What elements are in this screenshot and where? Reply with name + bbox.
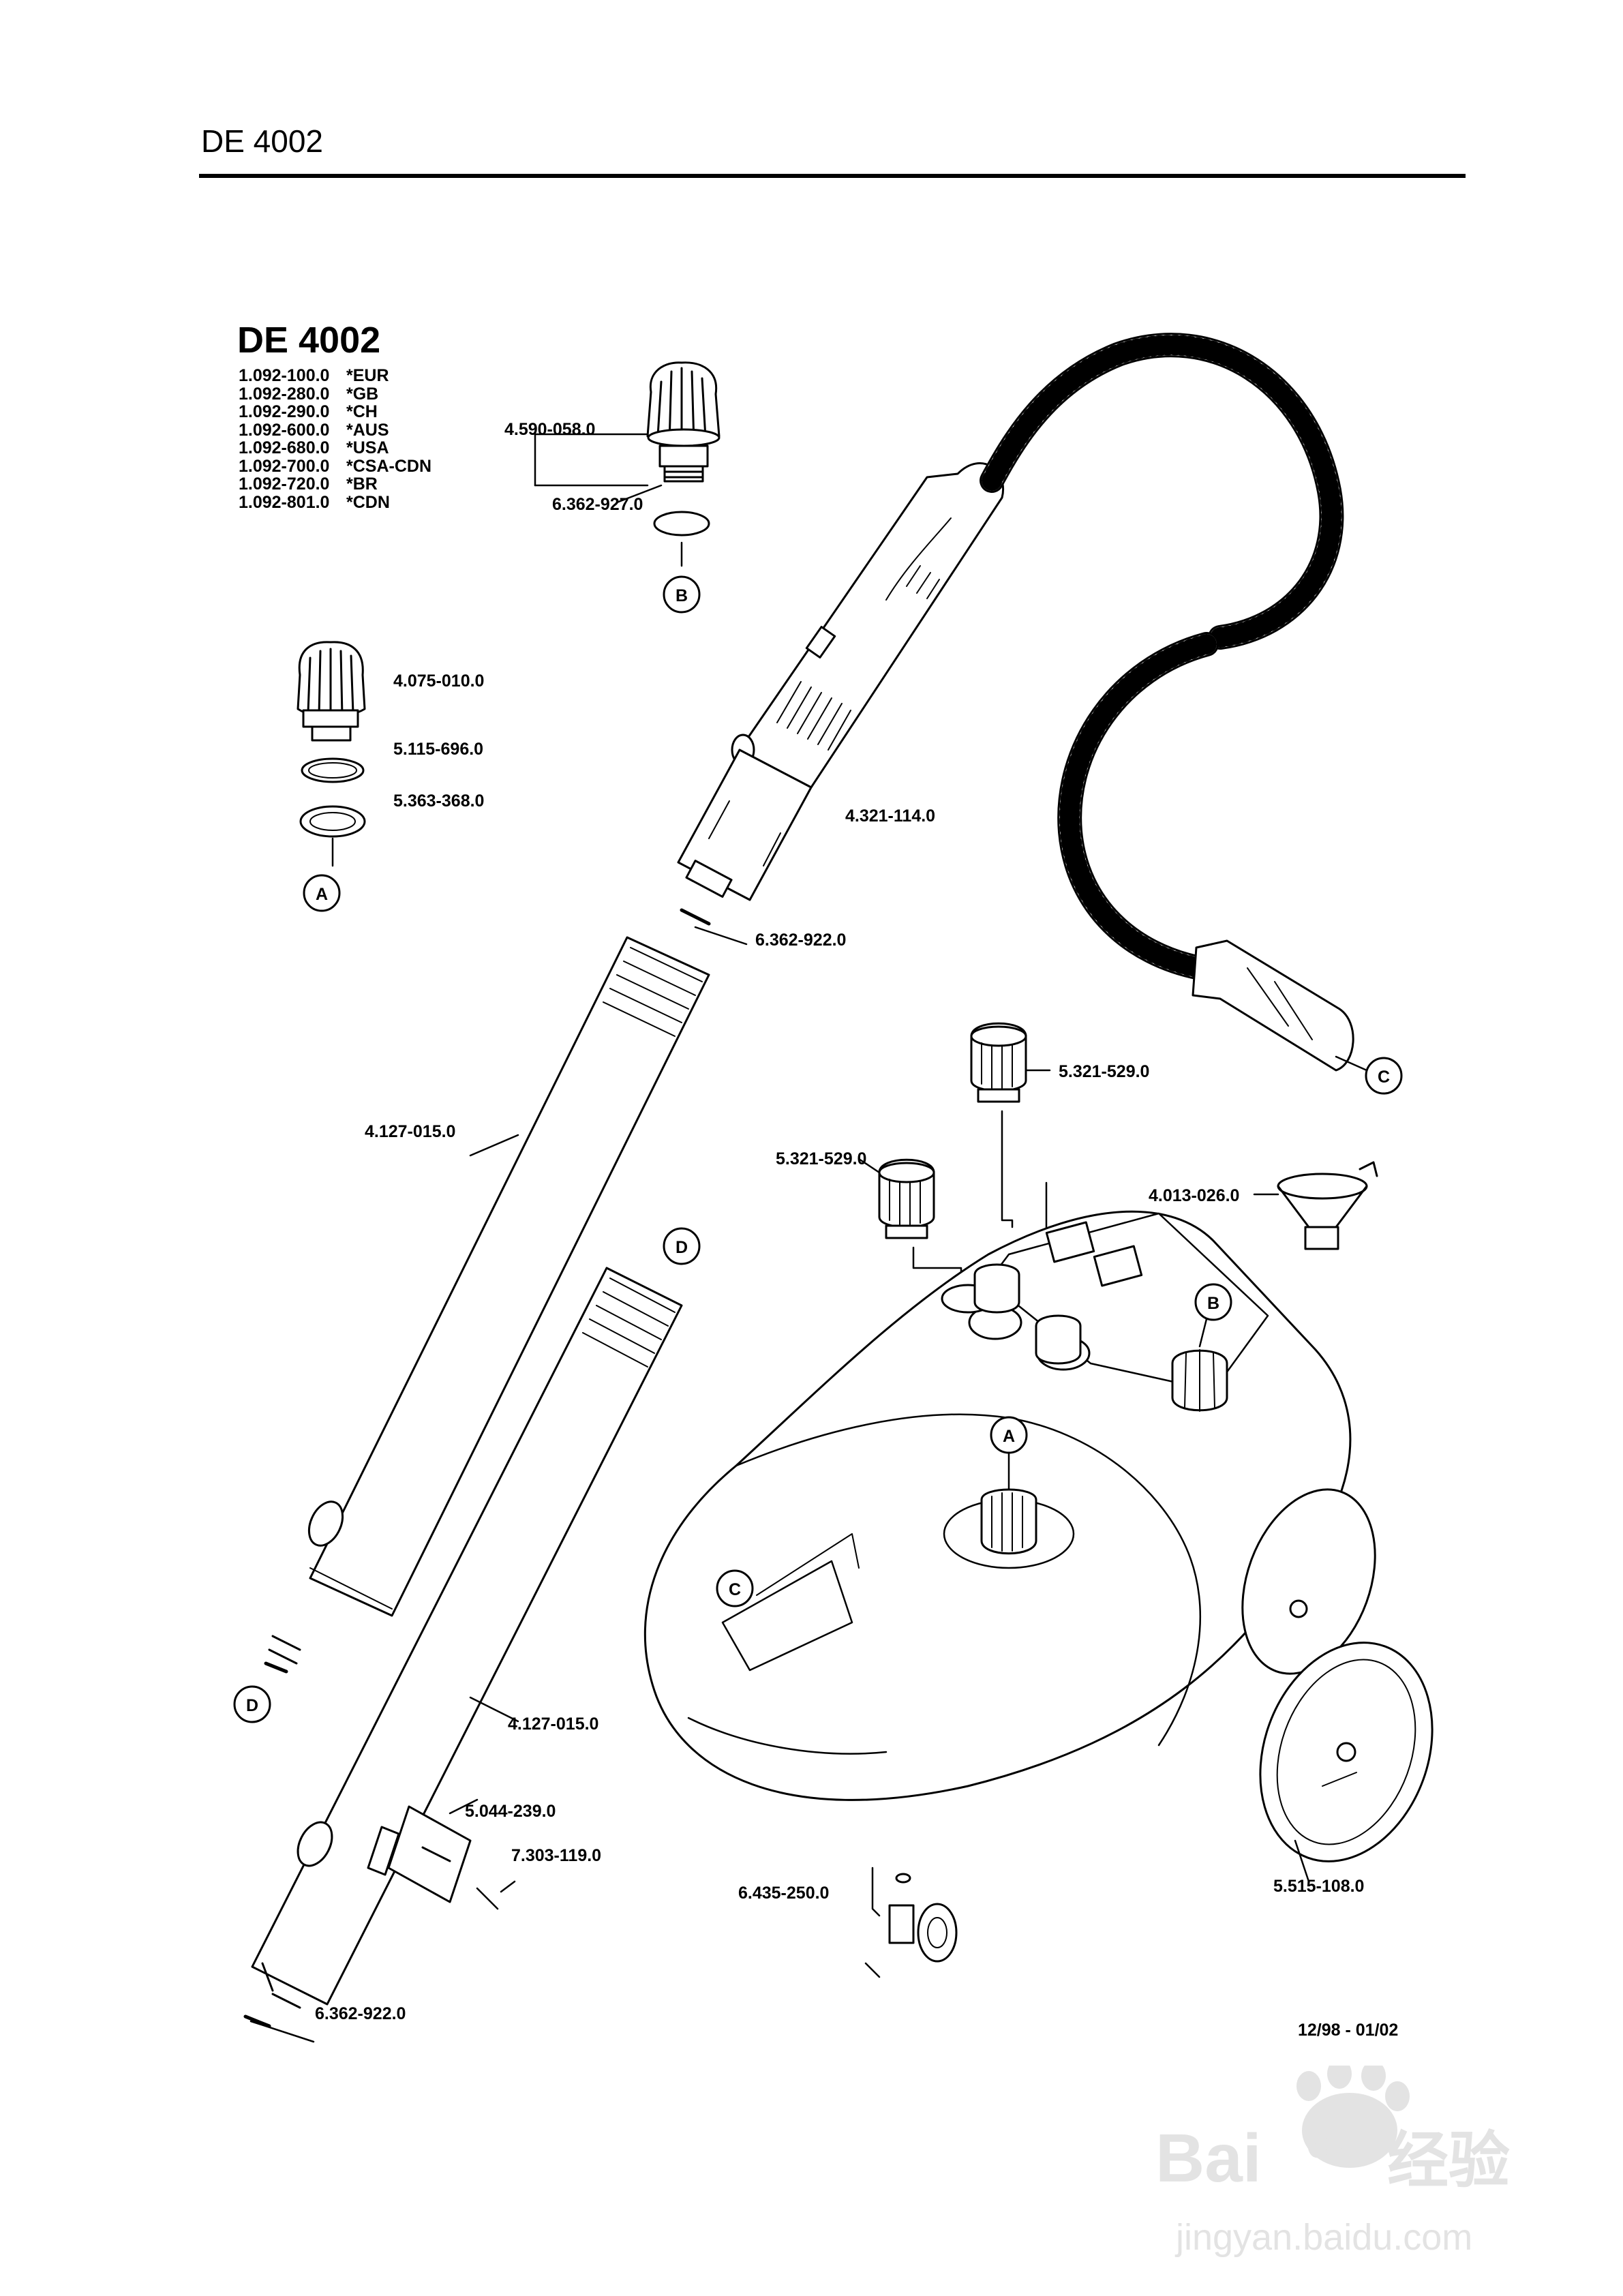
label-tube-lower: 4.127-015.0 <box>508 1715 598 1734</box>
variant-row: 1.092-290.0 *CH <box>239 403 431 421</box>
label-ring-lower: 5.363-368.0 <box>393 791 484 811</box>
label-ring-upper: 5.115-696.0 <box>393 740 483 759</box>
callout-c-hose-letter: C <box>1378 1068 1390 1087</box>
model-title: DE 4002 <box>237 320 381 361</box>
callout-d-top <box>663 1227 701 1265</box>
callout-d-top-letter: D <box>676 1238 688 1257</box>
wheel-front <box>1259 1642 1434 1862</box>
variant-code: 1.092-290.0 <box>239 402 330 421</box>
paw-logo-icon <box>1296 2066 1410 2168</box>
variant-row: 1.092-280.0 *GB <box>239 384 431 404</box>
variant-region: *USA <box>346 438 389 457</box>
cap-seal-ring <box>653 511 710 537</box>
label-tube-oring: 6.362-922.0 <box>315 2004 406 2023</box>
variant-code: 1.092-100.0 <box>239 366 330 385</box>
label-steam-cap: 4.590-058.0 <box>504 420 595 439</box>
callout-a-left <box>303 874 341 912</box>
callout-a-body-letter: A <box>1003 1427 1015 1446</box>
wheel-back <box>1241 1488 1376 1675</box>
variant-region: *BR <box>346 474 378 494</box>
baidu-watermark: Bai du 经验 jingyan.baidu.com <box>1155 2066 1510 2258</box>
variant-row: 1.092-700.0 *CSA-CDN <box>239 457 431 476</box>
label-handle-oring: 6.362-922.0 <box>755 931 846 950</box>
knob-left-part <box>878 1158 935 1239</box>
callout-d-lower-letter: D <box>246 1696 258 1715</box>
handle-part <box>677 462 1004 901</box>
label-tube-upper: 4.127-015.0 <box>365 1122 455 1141</box>
callout-b-body-letter: B <box>1207 1294 1219 1313</box>
watermark-brand-cn: 经验 <box>1387 2127 1510 2195</box>
steam-cleaner-body <box>643 1210 1352 1801</box>
label-handle: 4.321-114.0 <box>845 806 935 826</box>
variant-row: 1.092-720.0 *BR <box>239 475 431 494</box>
variant-list: 1.092-100.0 *EUR 1.092-280.0 *GB 1.092-290… <box>239 367 431 511</box>
label-castor: 6.435-250.0 <box>738 1884 829 1903</box>
variant-code: 1.092-720.0 <box>239 474 330 494</box>
variant-code: 1.092-600.0 <box>239 420 330 440</box>
tube-upper-part <box>268 936 710 1665</box>
label-knob-top: 5.321-529.0 <box>1059 1062 1149 1081</box>
footer-date: 12/98 - 01/02 <box>1298 2021 1399 2040</box>
knob-top-part <box>970 1022 1027 1103</box>
label-funnel: 4.013-026.0 <box>1149 1186 1239 1205</box>
variant-row: 1.092-680.0 *USA <box>239 439 431 457</box>
variant-row: 1.092-100.0 *EUR <box>239 367 431 385</box>
callout-c-hose <box>1365 1057 1403 1095</box>
castor-part <box>888 1873 958 1963</box>
callout-b-top <box>663 575 701 614</box>
callout-b-body <box>1194 1283 1232 1321</box>
watermark-brand-b: du <box>1305 2109 1372 2169</box>
header-rule <box>199 174 1466 178</box>
variant-code: 1.092-280.0 <box>239 384 330 404</box>
steam-cap-part <box>646 361 721 483</box>
bracket-part <box>367 1805 472 1903</box>
ring-upper <box>301 757 365 783</box>
label-knob-left: 5.321-529.0 <box>776 1149 866 1168</box>
watermark-brand-a: Bai <box>1155 2120 1262 2196</box>
label-boiler-cap: 4.075-010.0 <box>393 671 484 691</box>
variant-region: *CSA-CDN <box>346 456 431 476</box>
variant-code: 1.092-680.0 <box>239 438 330 457</box>
variant-region: *AUS <box>346 420 389 440</box>
variant-code: 1.092-700.0 <box>239 456 330 476</box>
variant-row: 1.092-600.0 *AUS <box>239 421 431 440</box>
variant-code: 1.092-801.0 <box>239 492 330 512</box>
tube-lower-part <box>251 1267 683 2009</box>
funnel-part <box>1277 1161 1378 1250</box>
variant-region: *EUR <box>346 366 389 385</box>
callout-d-lower <box>233 1685 271 1723</box>
variant-row: 1.092-801.0 *CDN <box>239 492 431 512</box>
steam-hose <box>980 333 1354 1072</box>
watermark-url: jingyan.baidu.com <box>1174 2217 1472 2258</box>
boiler-cap-part <box>297 641 366 742</box>
callout-c-body <box>716 1569 754 1607</box>
screw-part <box>476 1887 499 1910</box>
ring-lower <box>299 805 366 838</box>
variant-region: *GB <box>346 384 379 404</box>
variant-region: *CDN <box>346 492 390 512</box>
callout-b-top-letter: B <box>676 586 688 605</box>
variant-region: *CH <box>346 402 378 421</box>
page-header-title: DE 4002 <box>201 123 324 159</box>
label-bracket: 5.044-239.0 <box>465 1802 556 1821</box>
label-wheel: 5.515-108.0 <box>1273 1877 1364 1896</box>
callout-a-left-letter: A <box>316 885 328 904</box>
label-cap-seal: 6.362-927.0 <box>552 495 643 514</box>
callout-c-body-letter: C <box>729 1580 741 1599</box>
label-screw: 7.303-119.0 <box>511 1846 601 1865</box>
